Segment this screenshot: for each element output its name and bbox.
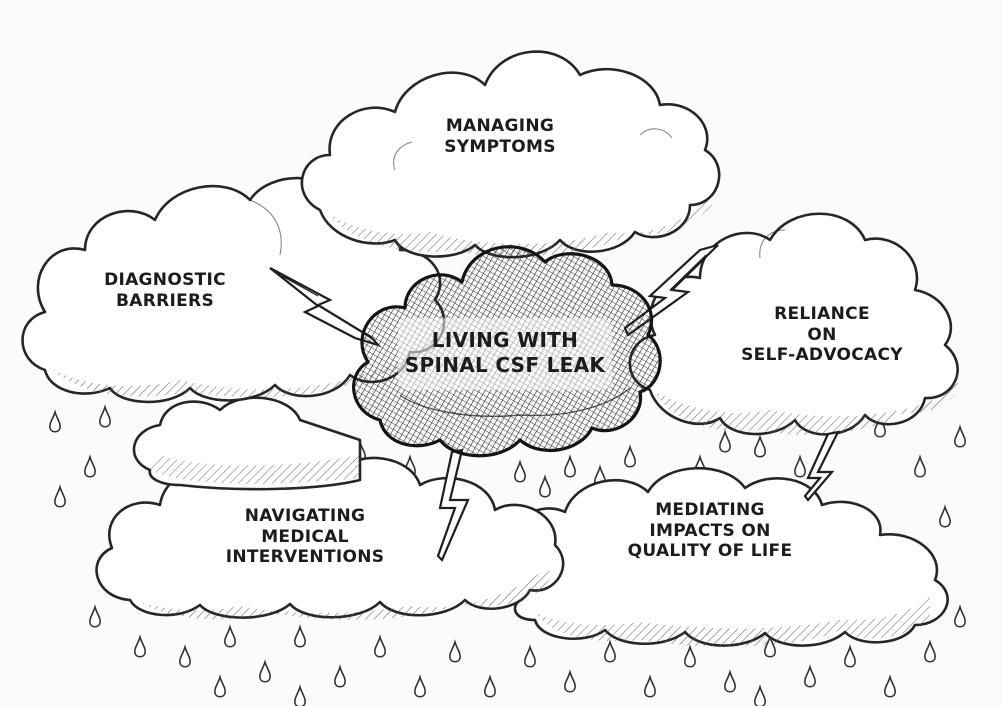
raindrop [644, 674, 656, 698]
raindrop [884, 674, 896, 698]
raindrop [564, 669, 576, 693]
raindrop [754, 434, 766, 458]
theme-line: IMPACTS ON [649, 520, 771, 541]
raindrop [844, 644, 856, 668]
lightning-bolt-lower-right [803, 430, 840, 502]
theme-line: RELIANCE [774, 304, 870, 324]
raindrop [874, 414, 886, 438]
cloud-back-mass [132, 396, 362, 491]
raindrop [414, 674, 426, 698]
raindrop [84, 454, 96, 478]
raindrop [684, 644, 696, 668]
raindrop [804, 664, 816, 688]
theme-line: MANAGING [445, 116, 555, 136]
theme-line: NAVIGATING [244, 506, 366, 526]
raindrop [794, 454, 806, 478]
raindrop [224, 624, 236, 648]
raindrop [259, 659, 271, 683]
theme-label-diagnostic-barriers: DIAGNOSTIC BARRIERS [75, 270, 255, 311]
theme-label-navigating-medical: NAVIGATING MEDICAL INTERVENTIONS [205, 506, 405, 568]
theme-line: DIAGNOSTIC [104, 270, 226, 290]
raindrop [924, 639, 936, 663]
raindrop [294, 684, 306, 706]
raindrop [89, 604, 101, 628]
theme-line: QUALITY OF LIFE [627, 541, 793, 562]
raindrop [54, 484, 66, 508]
raindrop [954, 424, 966, 448]
theme-line: INTERVENTIONS [225, 547, 385, 568]
cloud-center-dark [352, 245, 662, 458]
raindrop [49, 409, 61, 433]
center-line: LIVING WITH [431, 328, 579, 352]
raindrop [719, 429, 731, 453]
raindrop [724, 669, 736, 693]
theme-line: SELF-ADVOCACY [741, 345, 903, 366]
theme-label-reliance-self-advocacy: RELIANCE ON SELF-ADVOCACY [722, 304, 922, 366]
theme-line: MEDIATING [655, 500, 765, 520]
raindrop [624, 444, 636, 468]
raindrop [939, 504, 951, 528]
raindrop [134, 634, 146, 658]
center-label-living-with-csf-leak: LIVING WITH SPINAL CSF LEAK [395, 328, 615, 378]
raindrop [294, 624, 306, 648]
raindrop [99, 404, 111, 428]
raindrop [524, 644, 536, 668]
raindrop [514, 459, 526, 483]
theme-line: ON [807, 324, 837, 345]
raindrop [764, 634, 776, 658]
raindrop [954, 604, 966, 628]
raindrop [374, 634, 386, 658]
raindrop [179, 644, 191, 668]
raindrop [484, 674, 496, 698]
theme-line: MEDICAL [261, 526, 349, 547]
raindrop [564, 454, 576, 478]
lightning-bolt-center [436, 448, 470, 562]
theme-label-managing-symptoms: MANAGING SYMPTOMS [410, 116, 590, 157]
raindrop [214, 674, 226, 698]
raindrop [539, 474, 551, 498]
cloud-mediating-impacts [493, 466, 949, 647]
raindrop [334, 664, 346, 688]
raindrop [914, 454, 926, 478]
raindrop [449, 639, 461, 663]
theme-line: BARRIERS [116, 290, 214, 311]
theme-label-mediating-impacts: MEDIATING IMPACTS ON QUALITY OF LIFE [610, 500, 810, 562]
center-line: SPINAL CSF LEAK [404, 353, 606, 377]
cloud-managing-symptoms [300, 50, 721, 259]
theme-line: SYMPTOMS [444, 136, 556, 157]
raindrop [604, 639, 616, 663]
raindrop [754, 684, 766, 706]
